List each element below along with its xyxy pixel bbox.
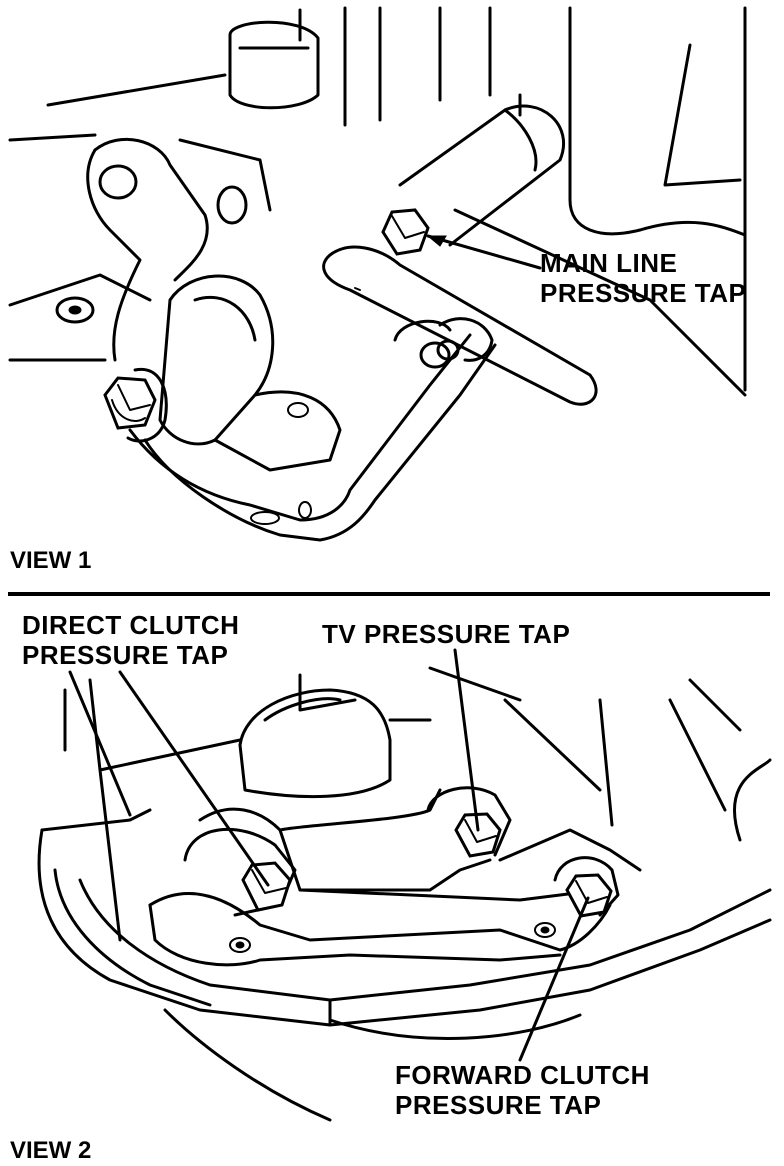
view2-illustration [37, 666, 772, 1122]
forward-clutch-callout-2: PRESSURE TAP [395, 1090, 601, 1120]
main-line-callout-2: PRESSURE TAP [540, 278, 746, 308]
forward-clutch-plug [565, 873, 613, 918]
servo-bolt [103, 376, 157, 430]
main-line-arrowhead [426, 235, 447, 247]
main-line-callout-1: MAIN LINE [540, 248, 677, 278]
tv-callout: TV PRESSURE TAP [322, 619, 570, 649]
forward-clutch-callout-1: FORWARD CLUTCH [395, 1060, 650, 1090]
direct-clutch-leader-a [68, 670, 132, 817]
forward-clutch-leader [518, 896, 590, 1062]
tv-leader [453, 648, 480, 832]
view1-label: VIEW 1 [10, 547, 91, 574]
view2-label: VIEW 2 [10, 1137, 91, 1164]
direct-clutch-callout-1: DIRECT CLUTCH [22, 610, 239, 640]
view1-illustration [8, 6, 747, 542]
direct-clutch-callout-2: PRESSURE TAP [22, 640, 228, 670]
direct-clutch-plug [241, 861, 292, 912]
direct-clutch-leader-b [118, 670, 270, 887]
main-line-leader [426, 234, 542, 270]
